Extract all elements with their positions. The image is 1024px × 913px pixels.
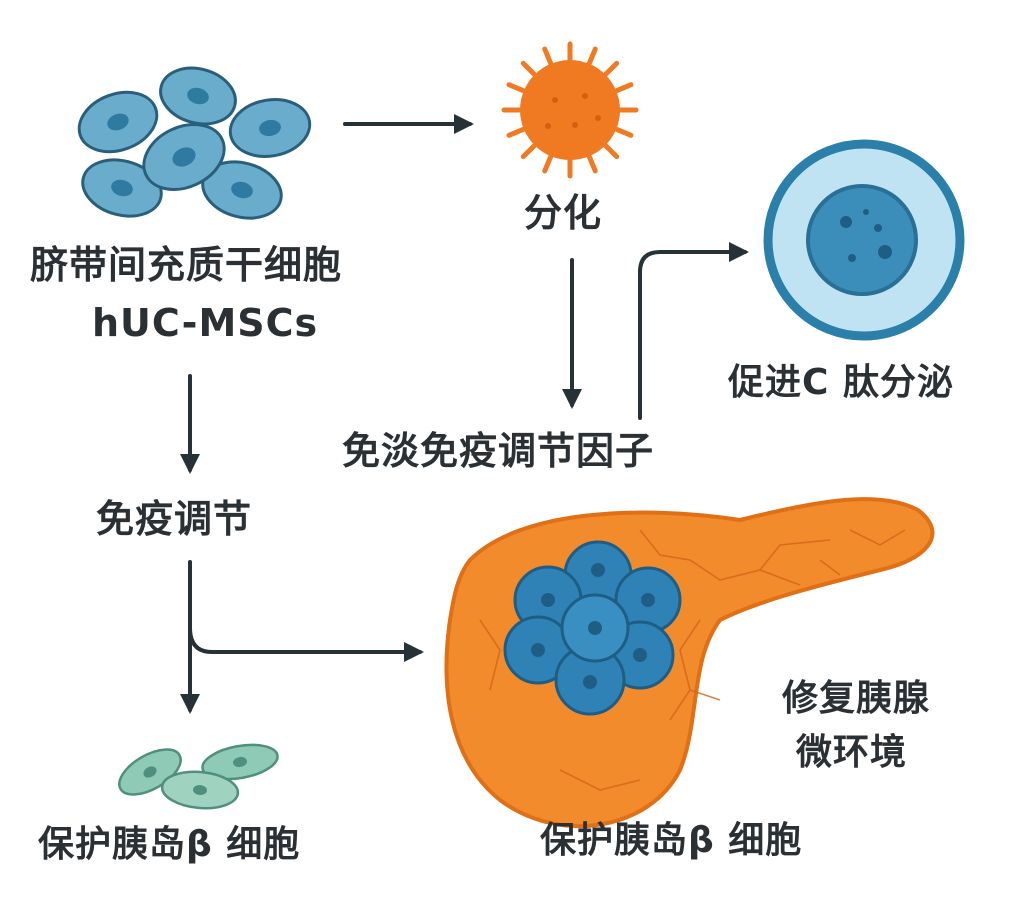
arrow-factor-to-beta-cell bbox=[638, 242, 749, 420]
differentiated-cell-icon bbox=[501, 41, 639, 179]
c-peptide-label: 促进C 肽分泌 bbox=[728, 362, 954, 403]
arrow-immune-to-pancreas bbox=[188, 626, 424, 662]
protect-left-label: 保护胰岛β 细胞 bbox=[38, 824, 301, 865]
islet-cluster-icon bbox=[503, 540, 682, 716]
protect-right-label: 保护胰岛β 细胞 bbox=[540, 820, 803, 861]
beta-cell-icon bbox=[763, 139, 965, 341]
protected-cells-icon bbox=[118, 743, 279, 810]
differentiation-label: 分化 bbox=[524, 191, 603, 235]
repair-line1-label: 修复胰腺 bbox=[782, 678, 931, 719]
pancreas-icon bbox=[444, 497, 935, 829]
immune-regulation-label: 免疫调节 bbox=[96, 497, 253, 541]
immune-factor-label: 免淡免疫调节因子 bbox=[342, 429, 655, 473]
msc-cluster-icon bbox=[77, 66, 312, 220]
msc-abbr-label: hUC-MSCs bbox=[92, 301, 319, 345]
msc-name-label: 脐带间充质干细胞 bbox=[30, 243, 343, 287]
repair-line2-label: 微环境 bbox=[796, 732, 908, 773]
